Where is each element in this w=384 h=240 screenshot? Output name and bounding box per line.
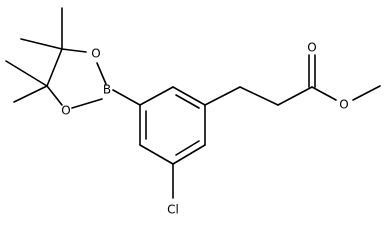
oxygen-lower-label: O [61, 104, 70, 118]
carbonyl-oxygen-label: O [307, 41, 316, 55]
methoxy-bond [352, 85, 381, 101]
ester-oxygen-label: O [339, 98, 348, 112]
methyl-bond-3 [5, 60, 48, 87]
benzene-ring [139, 86, 206, 165]
methyl-groups [5, 7, 63, 103]
molecule-drawing: B O O Cl O O [5, 7, 381, 217]
chain-bond-3 [277, 86, 313, 106]
ring-bond-6 [139, 86, 174, 106]
boron-oxygen-lower-bond [71, 98, 103, 109]
quaternary-carbon-bond [46, 48, 63, 87]
ring-bond-1 [172, 86, 206, 106]
methyl-bond-4 [13, 85, 48, 103]
structure-diagram: B O O Cl O O [5, 7, 381, 217]
ester-bond [311, 86, 337, 101]
oxygen-lower-carbon-bond [46, 85, 63, 106]
boron-label: B [103, 83, 111, 97]
ring-bond-3 [172, 144, 206, 165]
ring-double-bond-1 [175, 94, 200, 109]
ring-bond-4 [139, 144, 174, 165]
methyl-bond-2 [20, 38, 63, 50]
boron-oxygen-upper-bond [96, 62, 107, 85]
propanoate-chain [204, 54, 381, 106]
chain-bond-2 [239, 86, 279, 106]
oxygen-upper-label: O [91, 47, 100, 61]
chain-bond-1 [204, 86, 241, 106]
chlorine-label: Cl [167, 203, 179, 217]
oxygen-upper-carbon-bond [61, 48, 87, 53]
aryl-boron-bond [112, 89, 141, 106]
dioxaborolane-ring [46, 48, 107, 109]
ring-double-bond-2 [175, 140, 200, 156]
